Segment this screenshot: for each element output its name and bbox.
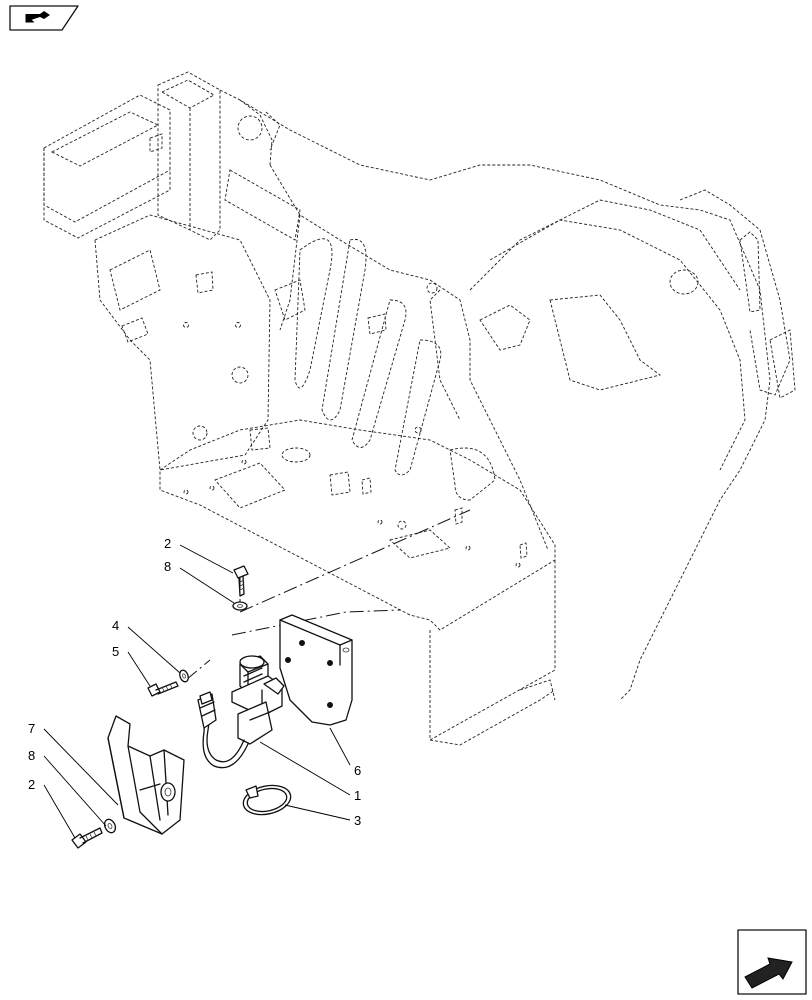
- callout-leaders: [43, 544, 351, 839]
- callout-5[interactable]: 5: [112, 644, 119, 659]
- washer-top[interactable]: [232, 601, 248, 611]
- callout-3[interactable]: 3: [354, 813, 361, 828]
- bolt-top[interactable]: [233, 565, 249, 597]
- callout-1[interactable]: 1: [354, 788, 361, 803]
- guard-cover[interactable]: [107, 715, 185, 835]
- hand-pointing-right-icon[interactable]: [9, 5, 79, 31]
- callout-2-top[interactable]: 2: [164, 536, 171, 551]
- callout-4[interactable]: 4: [112, 618, 119, 633]
- bolt-bottom[interactable]: [71, 827, 103, 849]
- callout-6[interactable]: 6: [354, 763, 361, 778]
- washer-bottom[interactable]: [103, 818, 118, 835]
- callout-7[interactable]: 7: [28, 721, 35, 736]
- navigate-arrow-icon[interactable]: [737, 929, 807, 995]
- bolt-5[interactable]: [147, 681, 179, 697]
- callout-2-bottom[interactable]: 2: [28, 777, 35, 792]
- clamp-ring[interactable]: [241, 781, 294, 818]
- callout-labels: 2 8 4 5 7 8 2 6 1 3: [28, 536, 361, 828]
- chassis-frame: [43, 71, 796, 746]
- bracket-plate[interactable]: [279, 614, 353, 726]
- callout-8-top[interactable]: 8: [164, 559, 171, 574]
- callout-8-bottom[interactable]: 8: [28, 748, 35, 763]
- sensor-switch[interactable]: [197, 655, 285, 769]
- washer-4[interactable]: [178, 669, 190, 683]
